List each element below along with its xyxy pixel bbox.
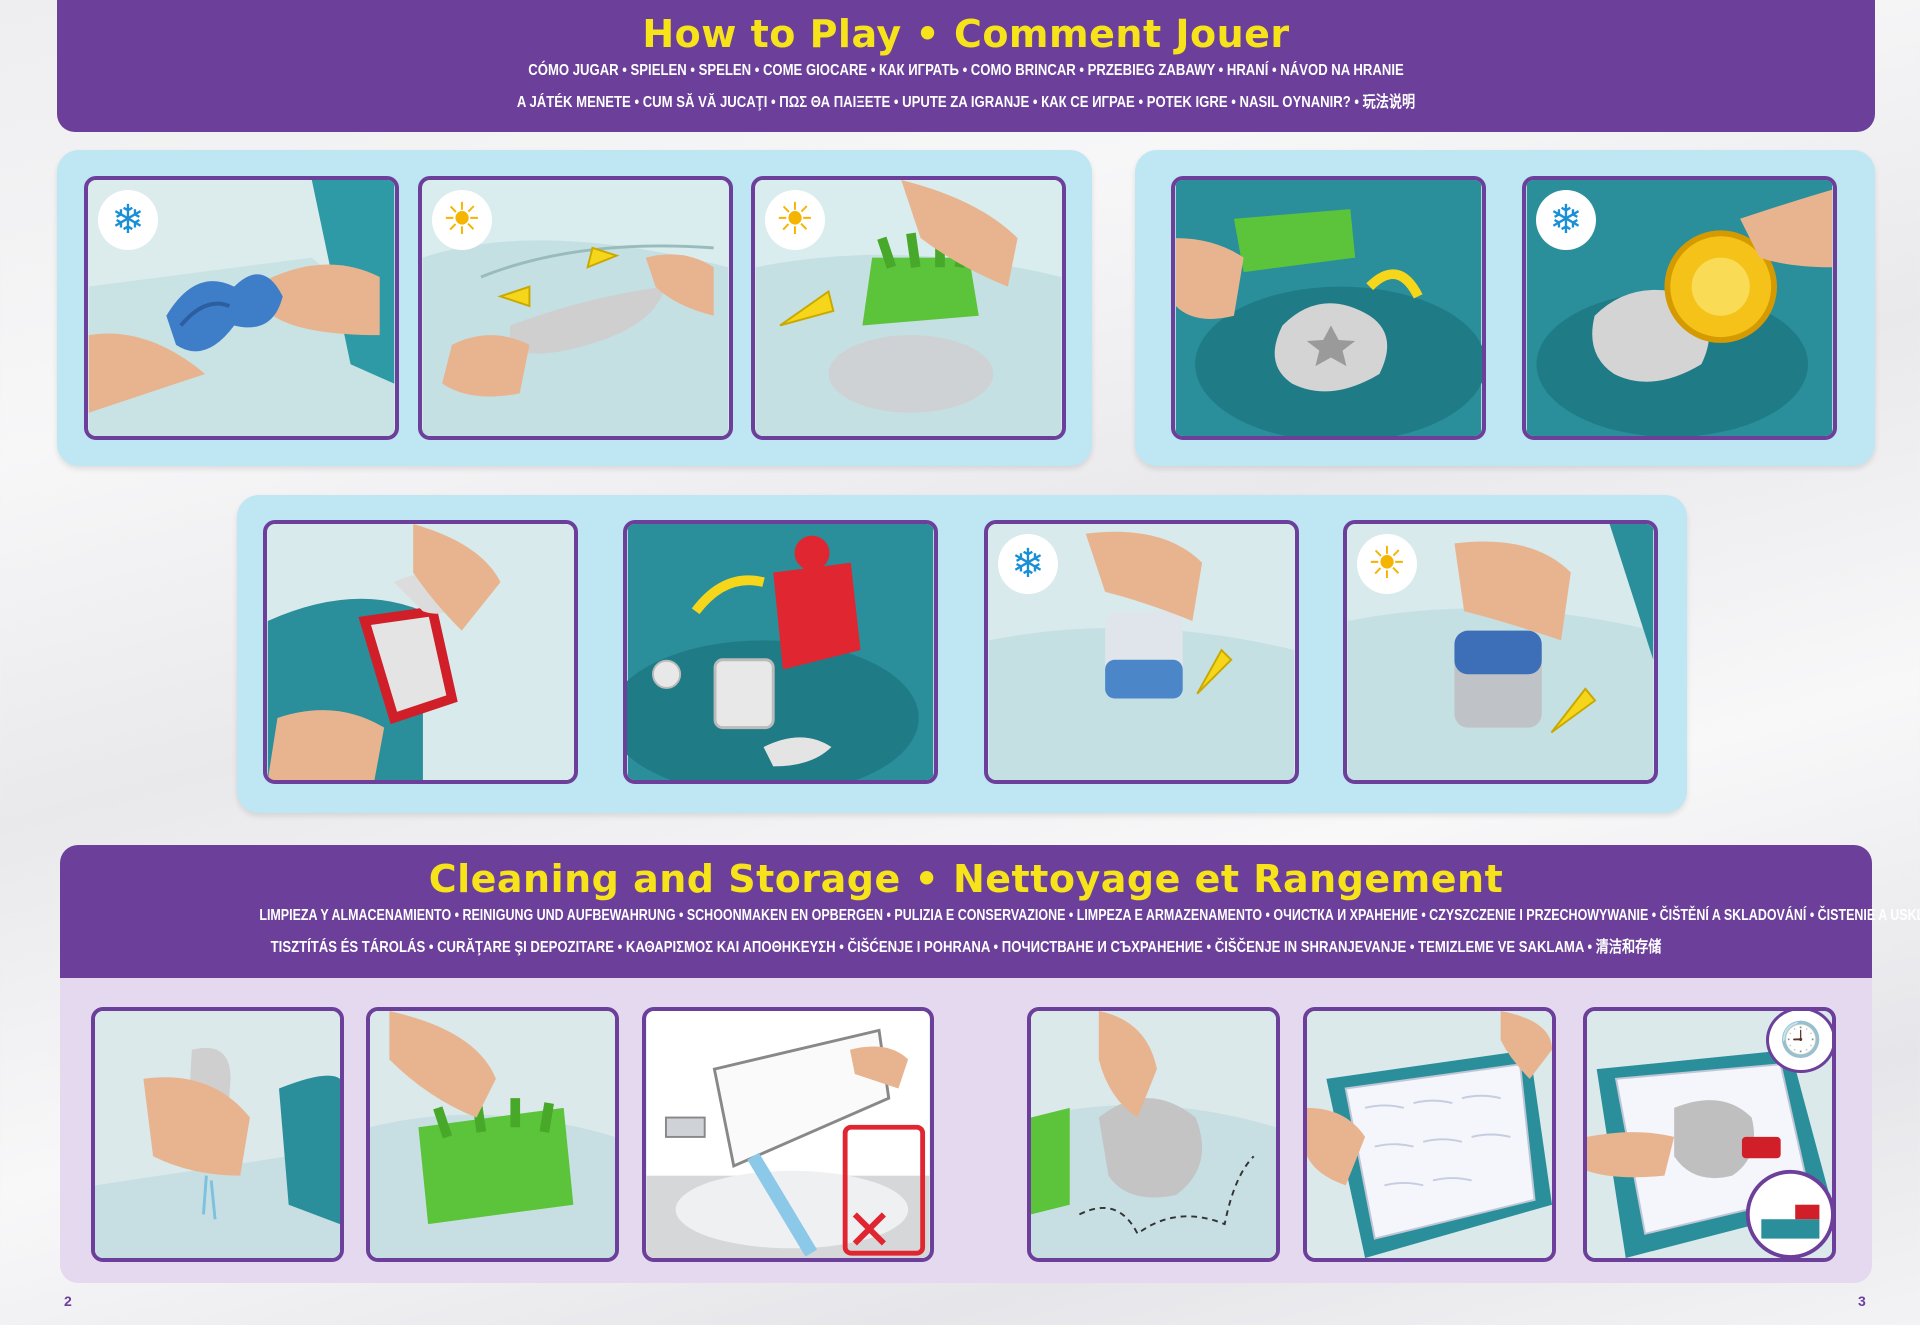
step-illustration-remove-figure [627,524,934,780]
sun-icon: ☀ [1357,534,1417,594]
clean-panel-6: 🕘 [1583,1007,1836,1262]
cleaning-title: Cleaning and Storage • Nettoyage et Rang… [428,857,1504,901]
snowflake-icon: ❄ [1536,190,1596,250]
clean-panel-4 [1027,1007,1280,1262]
page-number-left: 2 [64,1293,72,1309]
cleaning-subtitle-1: LIMPIEZA Y ALMACENAMIENTO • REINIGUNG UN… [259,907,1920,924]
how-to-play-subtitle-1: CÓMO JUGAR • SPIELEN • SPELEN • COME GIO… [528,62,1404,79]
step-panel-4 [1171,176,1486,440]
step-panel-1: ❄ [84,176,399,440]
sun-icon: ☀ [765,190,825,250]
how-to-play-subtitle-2: A JÁTÉK MENETE • CUM SĂ VĂ JUCAŢI • ΠΩΣ … [516,94,1416,111]
clean-illustration-clean-mold [370,1011,615,1258]
clean-panel-1 [91,1007,344,1262]
clean-illustration-collect-crumbs [1031,1011,1276,1258]
snowflake-icon: ❄ [998,534,1058,594]
step-illustration-press-mold [755,180,1062,436]
clean-panel-2 [366,1007,619,1262]
cleaning-strip [60,978,1872,1283]
cleaning-banner: Cleaning and Storage • Nettoyage et Rang… [60,845,1920,978]
how-to-play-banner: How to Play • Comment Jouer CÓMO JUGAR •… [57,0,1875,132]
clean-panel-5 [1303,1007,1556,1262]
page-number-right: 3 [1858,1293,1866,1309]
cleaning-subtitle-2: TISZTÍTÁS ÉS TÁROLÁS • CURĂŢARE ŞI DEPOZ… [270,939,1662,956]
step-panel-6 [263,520,578,784]
step-illustration-peel-sand [267,524,574,780]
snowflake-icon: ❄ [98,190,158,250]
how-to-play-title: How to Play • Comment Jouer [642,12,1290,56]
sun-icon: ☀ [432,190,492,250]
step-panel-9: ☀ [1343,520,1658,784]
step-panel-7 [623,520,938,784]
clean-panel-3 [642,1007,934,1262]
step-panel-3: ☀ [751,176,1066,440]
clock-moon-icon: 🕘 [1766,1011,1832,1073]
step-illustration-remove-mold [1175,180,1482,436]
step-panel-8: ❄ [984,520,1299,784]
clean-illustration-do-not-pour-sink [646,1011,930,1258]
clean-illustration-squeeze [95,1011,340,1258]
clean-illustration-paper-towel [1307,1011,1552,1258]
step-panel-5: ❄ [1522,176,1837,440]
step-panel-2: ☀ [418,176,733,440]
